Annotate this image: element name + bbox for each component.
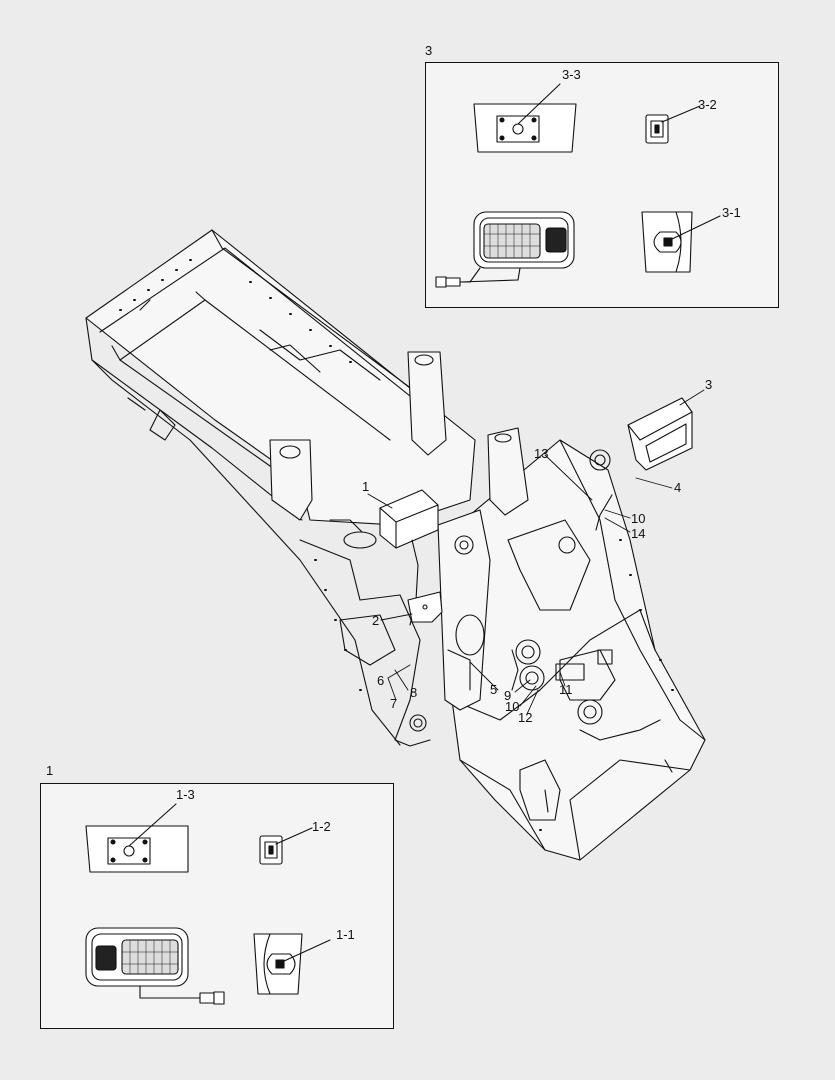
callout-14: 14 xyxy=(631,526,646,541)
callout-9: 9 xyxy=(504,688,512,703)
part-label-3-1: 3-1 xyxy=(722,205,741,220)
callout-7: 7 xyxy=(390,696,398,711)
detail-box-bottom xyxy=(40,783,394,1029)
callout-11: 11 xyxy=(559,682,573,697)
callout-2: 2 xyxy=(372,613,380,628)
work-lamp-front xyxy=(595,397,693,531)
callout-8: 8 xyxy=(410,685,418,700)
leader-lines xyxy=(367,389,705,715)
detail-3-parts xyxy=(435,83,721,288)
part-label-1-1: 1-1 xyxy=(336,927,355,942)
rear-frame xyxy=(85,229,476,747)
part-label-1-3: 1-3 xyxy=(176,787,195,802)
callout-6: 6 xyxy=(377,673,385,688)
part-label-1-2: 1-2 xyxy=(312,819,331,834)
front-frame xyxy=(437,427,706,861)
horns xyxy=(511,639,585,691)
callout-10-lower: 10 xyxy=(505,699,520,714)
callout-4: 4 xyxy=(674,480,682,495)
callout-1: 1 xyxy=(362,479,370,494)
callout-5: 5 xyxy=(490,682,498,697)
callout-3: 3 xyxy=(705,377,713,392)
part-label-3-3: 3-3 xyxy=(562,67,581,82)
callout-13: 13 xyxy=(534,446,549,461)
part-label-3-2: 3-2 xyxy=(698,97,717,112)
detail-box-top-title: 3 xyxy=(425,43,433,58)
callout-12: 12 xyxy=(518,710,533,725)
detail-box-bottom-title: 1 xyxy=(46,763,54,778)
callout-10-upper: 10 xyxy=(631,511,646,526)
work-lamp-rear xyxy=(379,489,443,626)
detail-1-parts xyxy=(85,803,331,1005)
